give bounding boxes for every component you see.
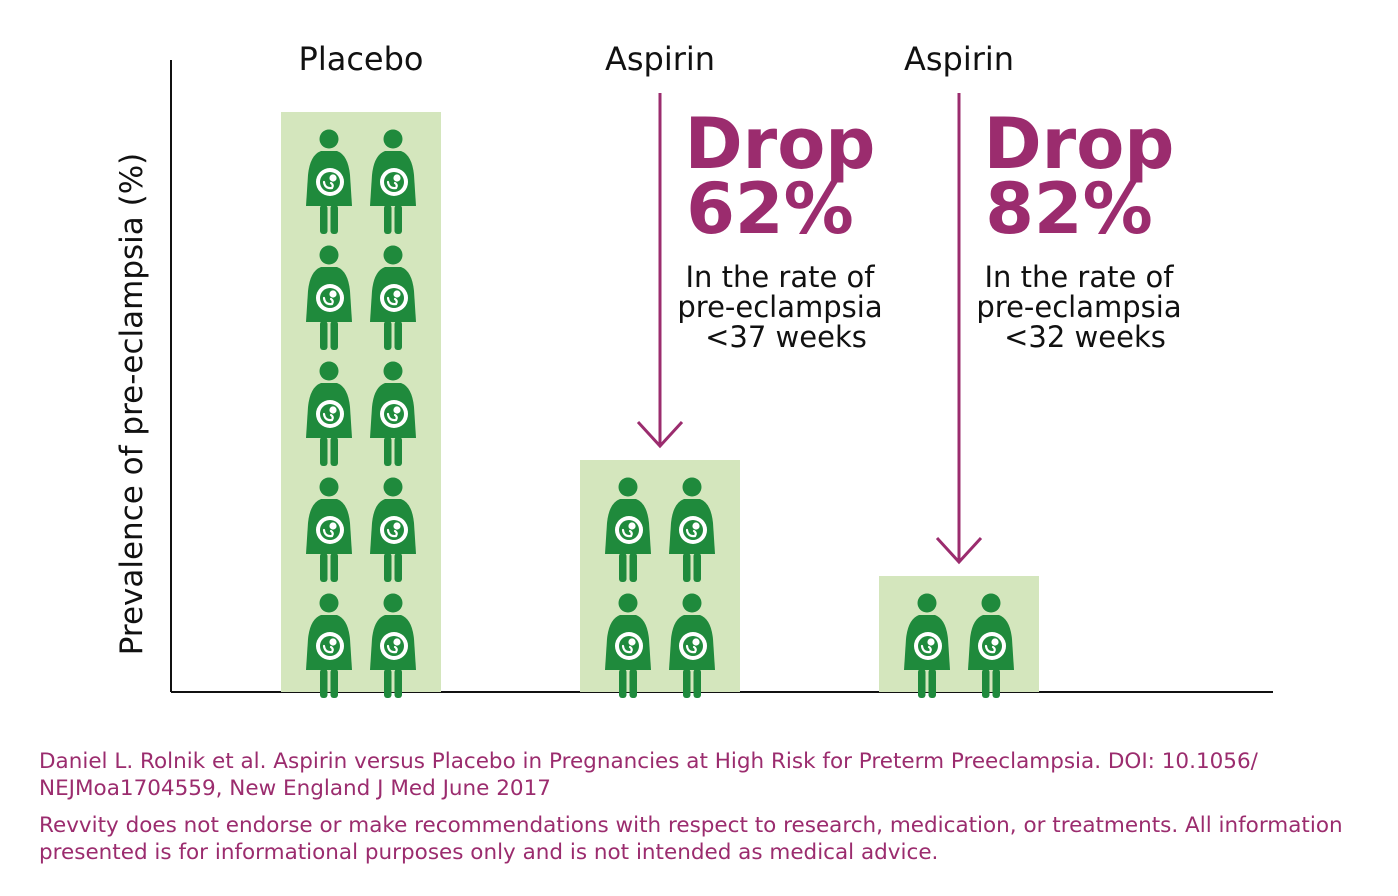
bar-placebo-0 <box>281 112 441 692</box>
pregnant-woman-icon <box>370 245 416 350</box>
category-label-1: Aspirin <box>605 40 715 78</box>
drop-arrowhead-1 <box>935 536 983 565</box>
pregnant-woman-icon <box>306 361 352 466</box>
pregnant-woman-icon <box>306 129 352 234</box>
pregnant-woman-icon <box>306 245 352 350</box>
pregnant-woman-icon <box>370 477 416 582</box>
drop-percent-1: 82% <box>985 168 1153 250</box>
drop-description-0-1: pre-eclampsia <box>677 290 882 324</box>
drop-percent-0: 62% <box>686 168 854 250</box>
pregnant-woman-icon <box>669 477 715 582</box>
drop-headline-1: Drop <box>984 103 1175 185</box>
pregnant-woman-icon <box>306 477 352 582</box>
pregnant-woman-icon <box>306 593 352 698</box>
citation-footnote: Daniel L. Rolnik et al. Aspirin versus P… <box>39 748 1379 802</box>
pregnant-woman-icon <box>605 593 651 698</box>
plot-area: Prevalence of pre-eclampsia (%) Placebo As… <box>114 40 1273 698</box>
pregnant-woman-icon <box>904 593 950 698</box>
citation-text: Daniel L. Rolnik et al. Aspirin versus P… <box>39 749 1258 801</box>
y-axis-label: Prevalence of pre-eclampsia (%) <box>114 153 150 656</box>
pregnant-woman-icon <box>370 129 416 234</box>
bar-aspirin-2 <box>879 576 1039 692</box>
category-label-2: Aspirin <box>904 40 1014 78</box>
drop-description-0-0: In the rate of <box>685 260 875 294</box>
disclaimer-text: Revvity does not endorse or make recomme… <box>39 813 1343 865</box>
drop-description-1-0: In the rate of <box>984 260 1174 294</box>
category-label-0: Placebo <box>299 40 424 78</box>
disclaimer-footnote: Revvity does not endorse or make recomme… <box>39 812 1379 866</box>
drop-arrowhead-0 <box>636 420 684 449</box>
drop-description-1-1: pre-eclampsia <box>976 290 1181 324</box>
bar-aspirin-1 <box>580 460 740 692</box>
pregnant-woman-icon <box>370 593 416 698</box>
pre-eclampsia-chart: Prevalence of pre-eclampsia (%) Placebo As… <box>114 40 1273 698</box>
drop-headline-0: Drop <box>685 103 876 185</box>
pregnant-woman-icon <box>669 593 715 698</box>
pregnant-woman-icon <box>605 477 651 582</box>
drop-description-1-2: <32 weeks <box>1004 320 1166 354</box>
pregnant-woman-icon <box>370 361 416 466</box>
pregnant-woman-icon <box>968 593 1014 698</box>
drop-description-0-2: <37 weeks <box>705 320 867 354</box>
